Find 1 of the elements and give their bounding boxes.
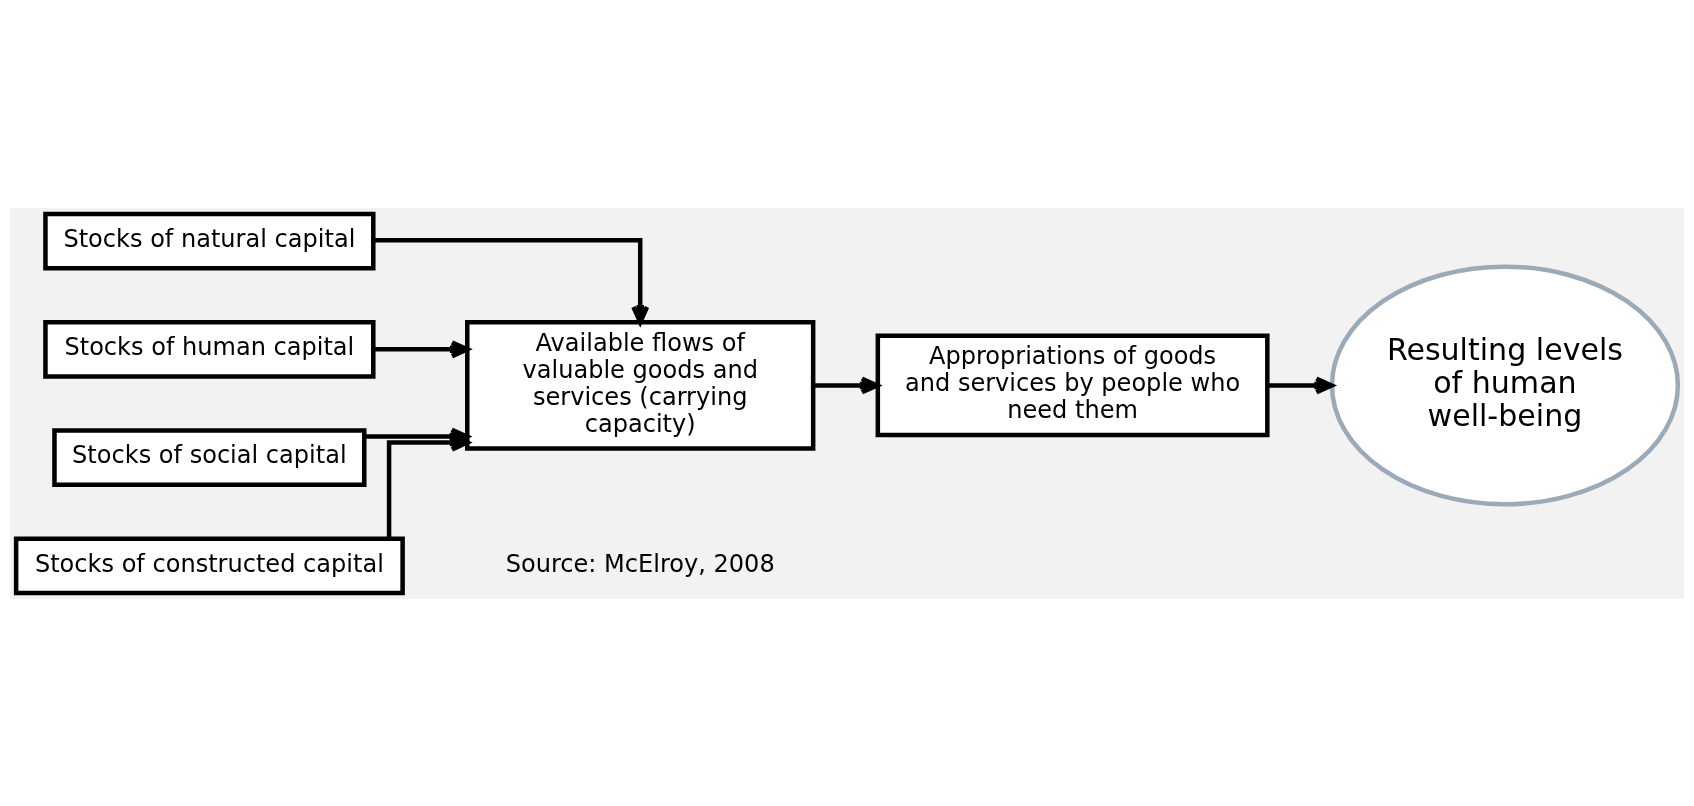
label: Source: McElroy, 2008	[505, 549, 775, 578]
